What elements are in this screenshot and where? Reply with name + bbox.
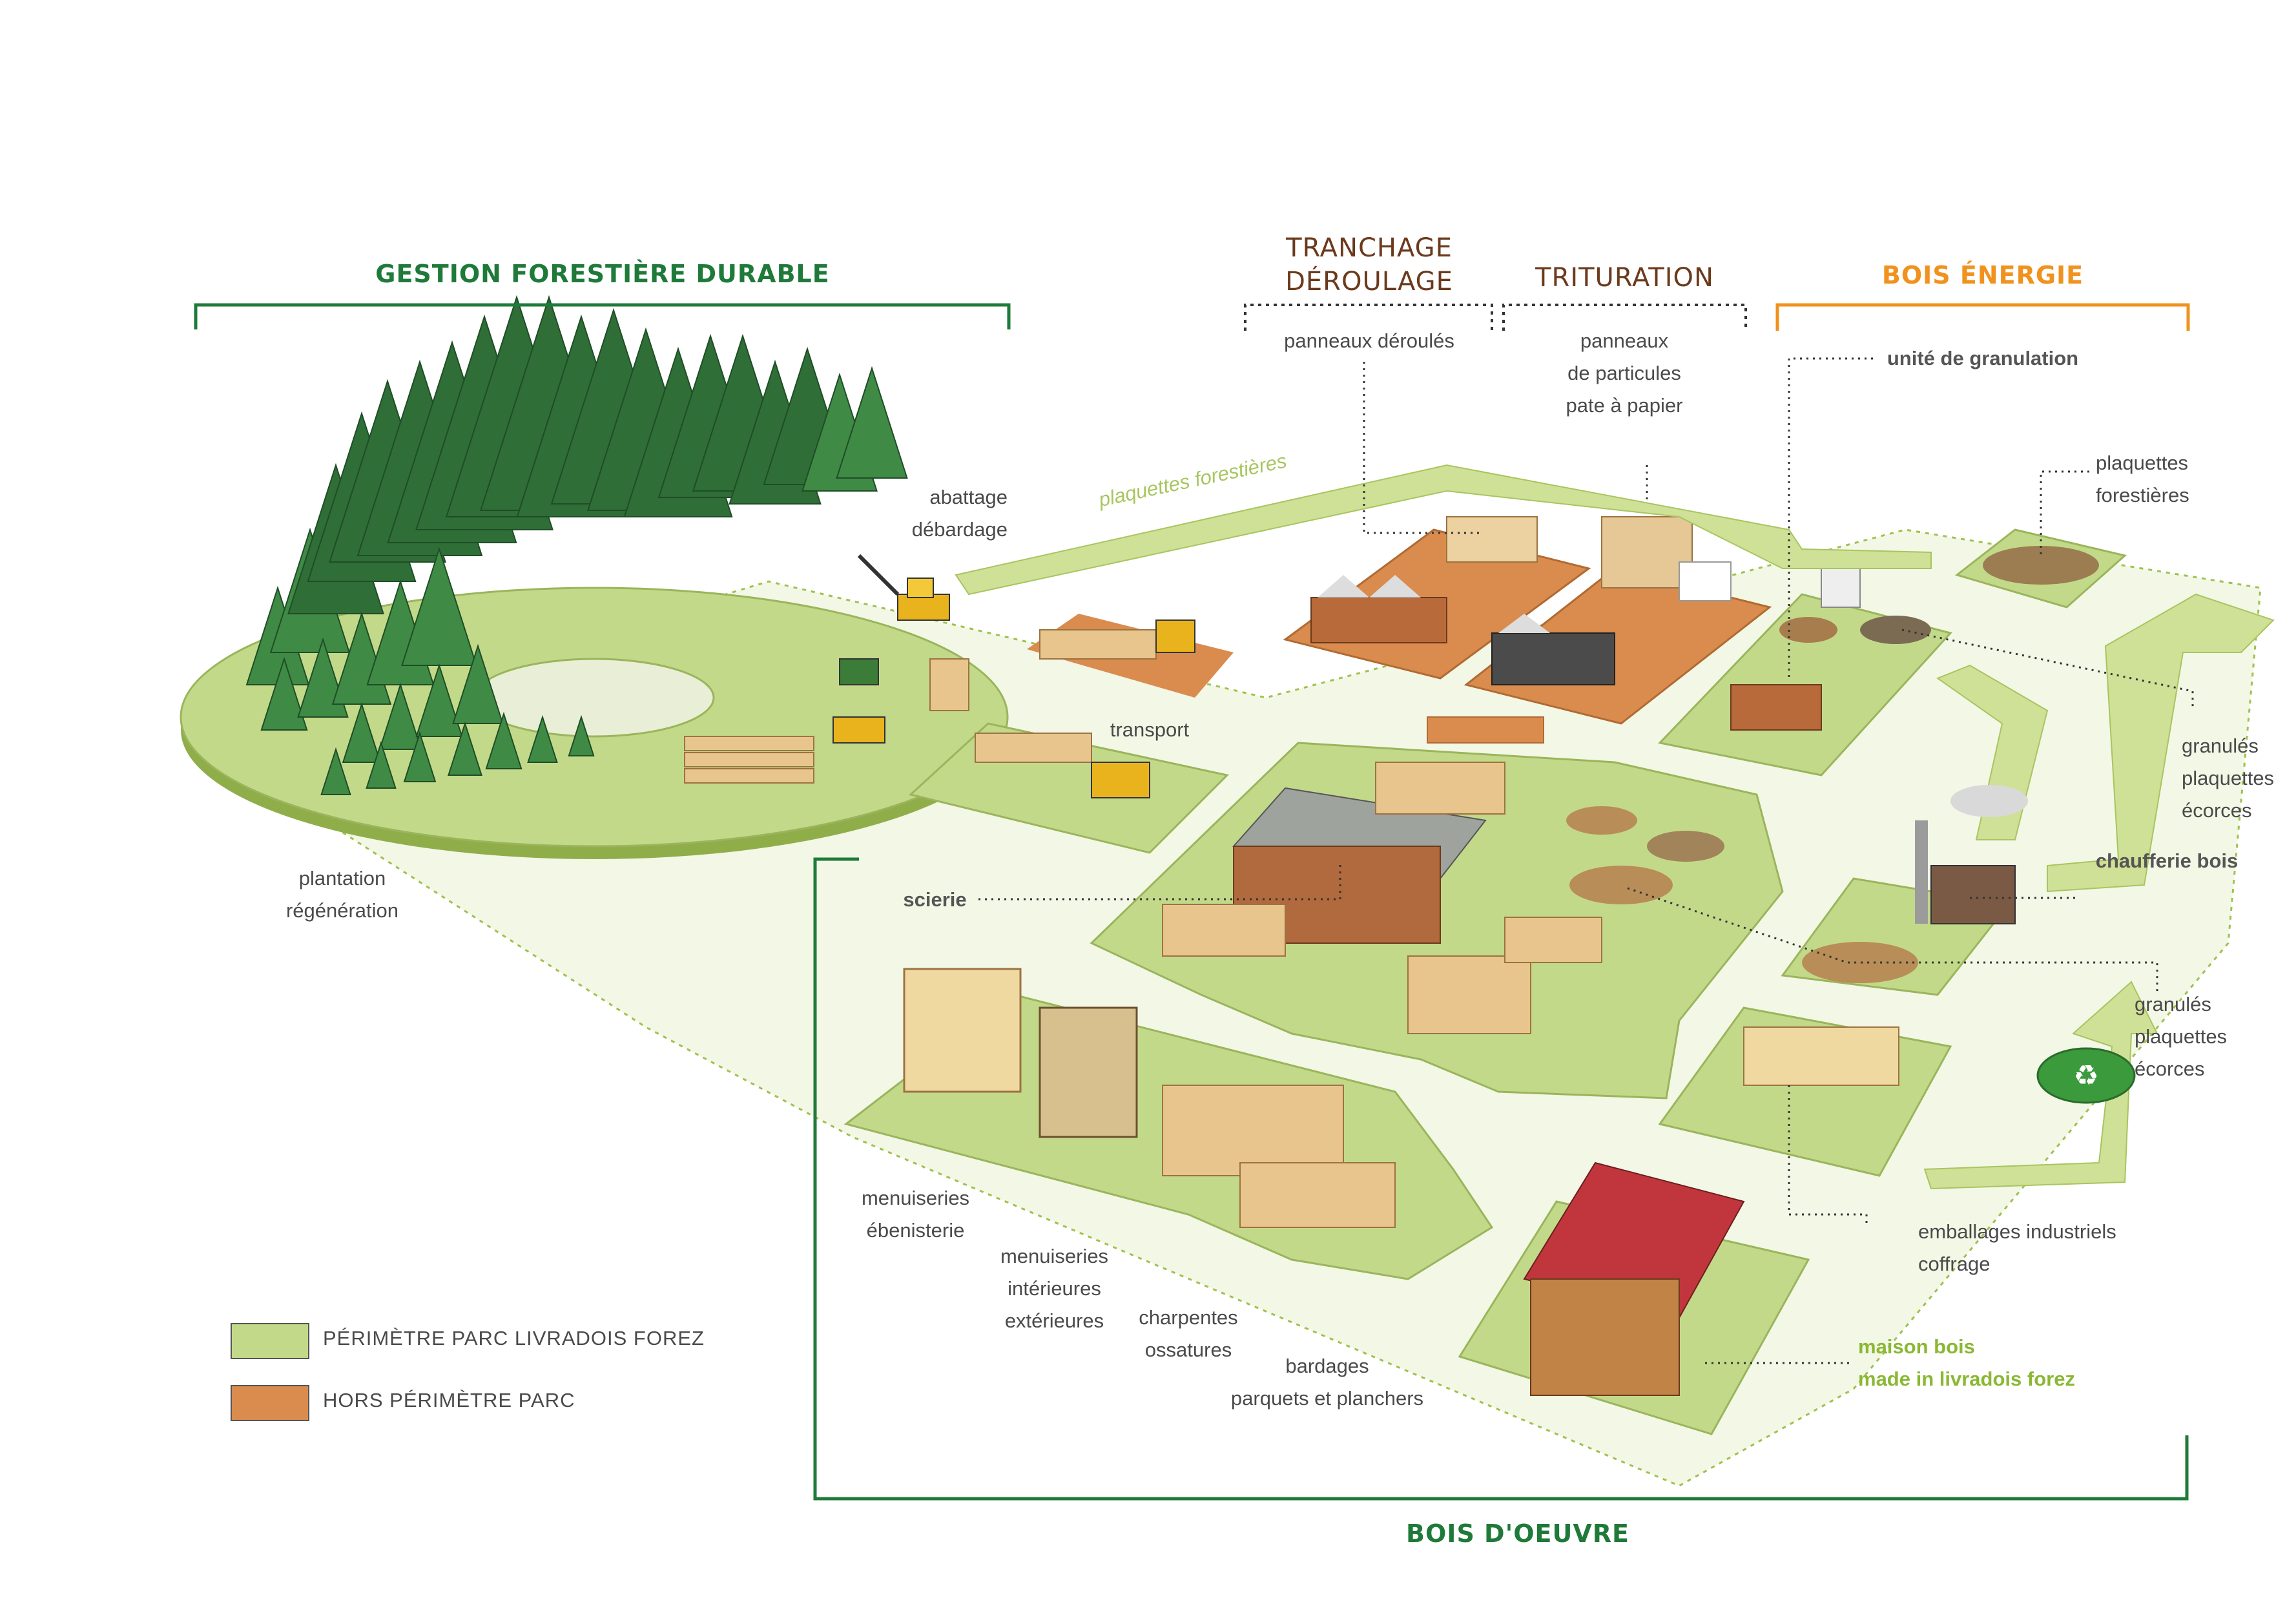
menuiseries-text: menuiseries — [1000, 1245, 1109, 1267]
debardage-text: débardage — [911, 518, 1008, 541]
label-charpentes: charpentes ossatures — [1133, 1302, 1243, 1366]
recycle-icon: ♻ — [2036, 1047, 2136, 1104]
abattage-text: abattage — [929, 486, 1008, 508]
forestieres-text: forestières — [2096, 484, 2189, 506]
bracket-energie — [1775, 303, 2190, 331]
ecorces-text: écorces — [2135, 1057, 2205, 1080]
emballages-text: emballages industriels — [1918, 1220, 2116, 1243]
conifer-tree — [260, 656, 308, 731]
maison-platform — [1458, 1161, 1810, 1435]
heading-gestion-forestiere: GESTION FORESTIÈRE DURABLE — [375, 260, 830, 288]
bois-oeuvre-platform — [843, 968, 1494, 1280]
granules-text: granulés — [2135, 993, 2211, 1015]
heading-bois-energie: BOIS ÉNERGIE — [1881, 261, 2084, 289]
bracket-tranchage — [1244, 304, 1493, 331]
charpentes-text: charpentes — [1139, 1306, 1238, 1329]
panneaux-text: panneaux — [1580, 329, 1669, 352]
made-in-text: made in livradois forez — [1858, 1368, 2075, 1390]
bracket-oeuvre — [813, 857, 2189, 1501]
de-particules-text: de particules — [1567, 362, 1681, 384]
conifer-tree — [568, 714, 595, 756]
conifer-tree — [452, 643, 504, 724]
scierie-platform — [1090, 716, 1784, 1099]
leader-lines — [978, 357, 2194, 1364]
bracket-gestion — [194, 303, 1011, 329]
conifer-tree — [836, 366, 908, 479]
heading-tranchage-deroulage: TRANCHAGE DÉROULAGE — [1246, 231, 1492, 298]
label-scierie: scierie — [903, 888, 967, 911]
heading-deroulage: DÉROULAGE — [1285, 267, 1453, 297]
plantation-text: plantation — [298, 867, 386, 890]
ecorces-text: écorces — [2182, 799, 2252, 822]
label-abattage: abattage débardage — [859, 481, 1008, 546]
emballages-platform — [1658, 1006, 1952, 1177]
logging-machines — [684, 554, 969, 784]
label-menuiseries-interieures: menuiseries intérieures extérieures — [995, 1240, 1114, 1337]
heading-tranchage: TRANCHAGE — [1286, 233, 1453, 263]
granulation-platform — [1658, 568, 1952, 776]
interieures-text: intérieures — [1008, 1277, 1101, 1300]
label-menuiseries-ebenisterie: menuiseries ébenisterie — [856, 1182, 975, 1247]
ossatures-text: ossatures — [1144, 1338, 1232, 1361]
conifer-tree — [378, 682, 422, 750]
menuiseries-text: menuiseries — [861, 1187, 970, 1209]
parquets-text: parquets et planchers — [1230, 1387, 1424, 1410]
label-chaufferie: chaufferie bois — [2095, 849, 2239, 872]
bardages-text: bardages — [1285, 1355, 1369, 1377]
legend-swatch-hors — [231, 1385, 309, 1421]
label-emballages: emballages industriels coffrage — [1918, 1216, 2151, 1280]
transport-platform — [908, 614, 1234, 854]
conifer-tree — [527, 714, 558, 763]
conifer-tree — [485, 711, 522, 769]
label-maison-bois: maison bois made in livradois forez — [1858, 1331, 2104, 1395]
label-granules-2: granulés plaquettes écorces — [2135, 988, 2238, 1085]
label-granules-1: granulés plaquettes écorces — [2182, 730, 2285, 827]
label-plantation: plantation régénération — [265, 862, 420, 927]
plaquettes-platform — [1954, 528, 2127, 609]
tranchage-platform — [1283, 516, 1591, 680]
granules-text: granulés — [2182, 734, 2259, 757]
chaufferie-platform — [1781, 785, 2028, 996]
conifer-tree — [403, 731, 437, 782]
conifer-tree — [415, 663, 463, 737]
conifer-tree — [320, 747, 351, 795]
label-transport: transport — [1110, 718, 1190, 741]
trituration-platform — [1463, 516, 1772, 725]
heading-bois-oeuvre: BOIS D'OEUVRE — [1406, 1519, 1629, 1548]
label-panneaux-particules: panneaux de particules pate à papier — [1524, 325, 1724, 422]
plaquettes-text: plaquettes — [2096, 452, 2189, 474]
legend-label-hors: HORS PÉRIMÈTRE PARC — [323, 1389, 575, 1411]
coffrage-text: coffrage — [1918, 1253, 1991, 1275]
legend-label-park: PÉRIMÈTRE PARC LIVRADOIS FOREZ — [323, 1327, 705, 1349]
bracket-trituration — [1502, 304, 1747, 331]
exterieures-text: extérieures — [1004, 1309, 1104, 1332]
forest-trees — [245, 295, 908, 795]
ebenisterie-text: ébenisterie — [866, 1219, 965, 1242]
svg-text:♻: ♻ — [2073, 1059, 2098, 1092]
conifer-tree — [342, 702, 382, 763]
legend-swatch-park — [231, 1323, 309, 1359]
label-bardages: bardages parquets et planchers — [1230, 1350, 1424, 1415]
label-panneaux-deroules: panneaux déroulés — [1284, 329, 1454, 352]
heading-trituration: TRITURATION — [1535, 263, 1714, 293]
conifer-tree — [448, 721, 482, 776]
regeneration-text: régénération — [285, 899, 399, 922]
plaquettes-text: plaquettes — [2135, 1025, 2228, 1048]
label-plaquettes-forestieres: plaquettes forestières — [2096, 447, 2225, 512]
plaquettes-text: plaquettes — [2182, 767, 2275, 789]
conifer-tree — [366, 740, 397, 789]
label-unite-granulation: unité de granulation — [1887, 347, 2079, 370]
pate-a-papier-text: pate à papier — [1566, 394, 1683, 417]
maison-bois-text: maison bois — [1858, 1335, 1975, 1358]
